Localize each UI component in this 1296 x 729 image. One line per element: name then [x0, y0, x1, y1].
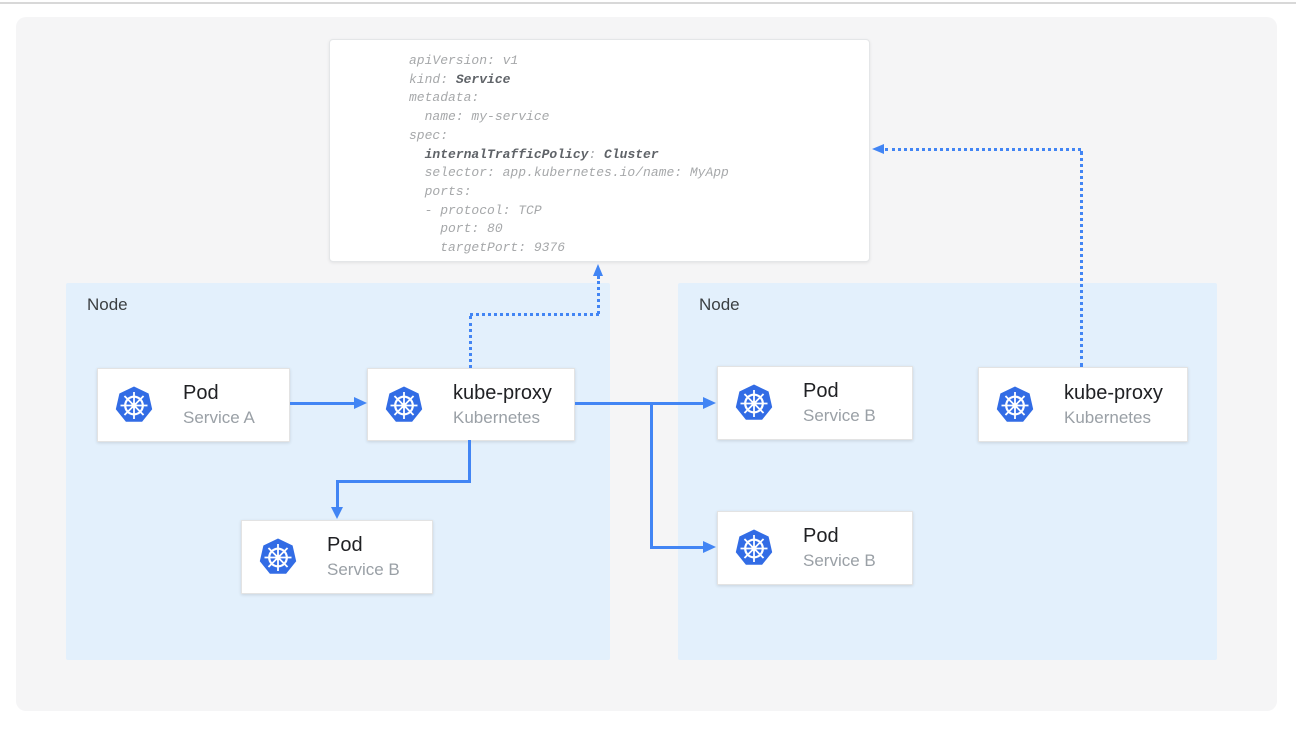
card-subtitle: Kubernetes: [453, 407, 540, 427]
card-pod-service-b-left: Pod Service B: [241, 520, 433, 594]
service-yaml-card: apiVersion: v1 kind: Service metadata: n…: [329, 39, 870, 262]
card-subtitle: Service B: [803, 406, 876, 425]
yaml-line-internal-traffic-policy: internalTrafficPolicy: Cluster: [424, 146, 659, 162]
card-subtitle: Service B: [803, 551, 876, 570]
card-subtitle: Kubernetes: [1064, 407, 1151, 427]
yaml-line: kind: Service: [409, 71, 511, 87]
node-left-label: Node: [87, 295, 128, 314]
card-pod-service-b-right-top: Pod Service B: [717, 366, 913, 440]
arrowhead: [703, 540, 716, 553]
yaml-line: name: my-service: [409, 109, 550, 125]
yaml-line: apiVersion: v1: [409, 53, 519, 68]
card-title: Pod: [803, 380, 839, 402]
node-right-label: Node: [699, 295, 740, 314]
node-left: Node: [66, 283, 610, 660]
arrowhead: [872, 144, 884, 154]
kubernetes-logo-icon: [734, 383, 774, 423]
arrowhead: [331, 507, 343, 519]
card-title: Pod: [327, 534, 363, 556]
yaml-line: metadata:: [409, 90, 480, 106]
yaml-line: spec:: [409, 127, 449, 143]
kubernetes-logo-icon: [384, 385, 424, 425]
service-yaml-code: apiVersion: v1 kind: Service metadata: n…: [409, 52, 729, 258]
card-kube-proxy-left: kube-proxy Kubernetes: [367, 368, 575, 441]
kubernetes-logo-icon: [734, 528, 774, 568]
card-title: kube-proxy: [453, 381, 552, 404]
yaml-line: ports:: [409, 183, 472, 199]
card-pod-service-a: Pod Service A: [97, 368, 290, 442]
card-pod-service-b-right-bottom: Pod Service B: [717, 511, 913, 585]
yaml-line: targetPort: 9376: [409, 240, 566, 256]
kubernetes-logo-icon: [995, 385, 1035, 425]
arrowhead: [592, 264, 603, 276]
card-subtitle: Service B: [327, 560, 400, 579]
arrowhead: [354, 397, 367, 409]
kubernetes-logo-icon: [258, 537, 298, 577]
top-divider: [0, 2, 1296, 4]
yaml-line: - protocol: TCP: [409, 202, 542, 218]
yaml-line: selector: app.kubernetes.io/name: MyApp: [409, 165, 729, 181]
kubernetes-logo-icon: [114, 385, 154, 425]
card-kube-proxy-right: kube-proxy Kubernetes: [978, 367, 1188, 442]
node-right: Node: [678, 283, 1217, 660]
yaml-line: port: 80: [409, 221, 503, 237]
card-subtitle: Service A: [183, 408, 255, 427]
card-title: Pod: [803, 525, 839, 547]
card-title: kube-proxy: [1064, 381, 1163, 404]
arrowhead: [703, 397, 716, 409]
card-title: Pod: [183, 382, 219, 404]
